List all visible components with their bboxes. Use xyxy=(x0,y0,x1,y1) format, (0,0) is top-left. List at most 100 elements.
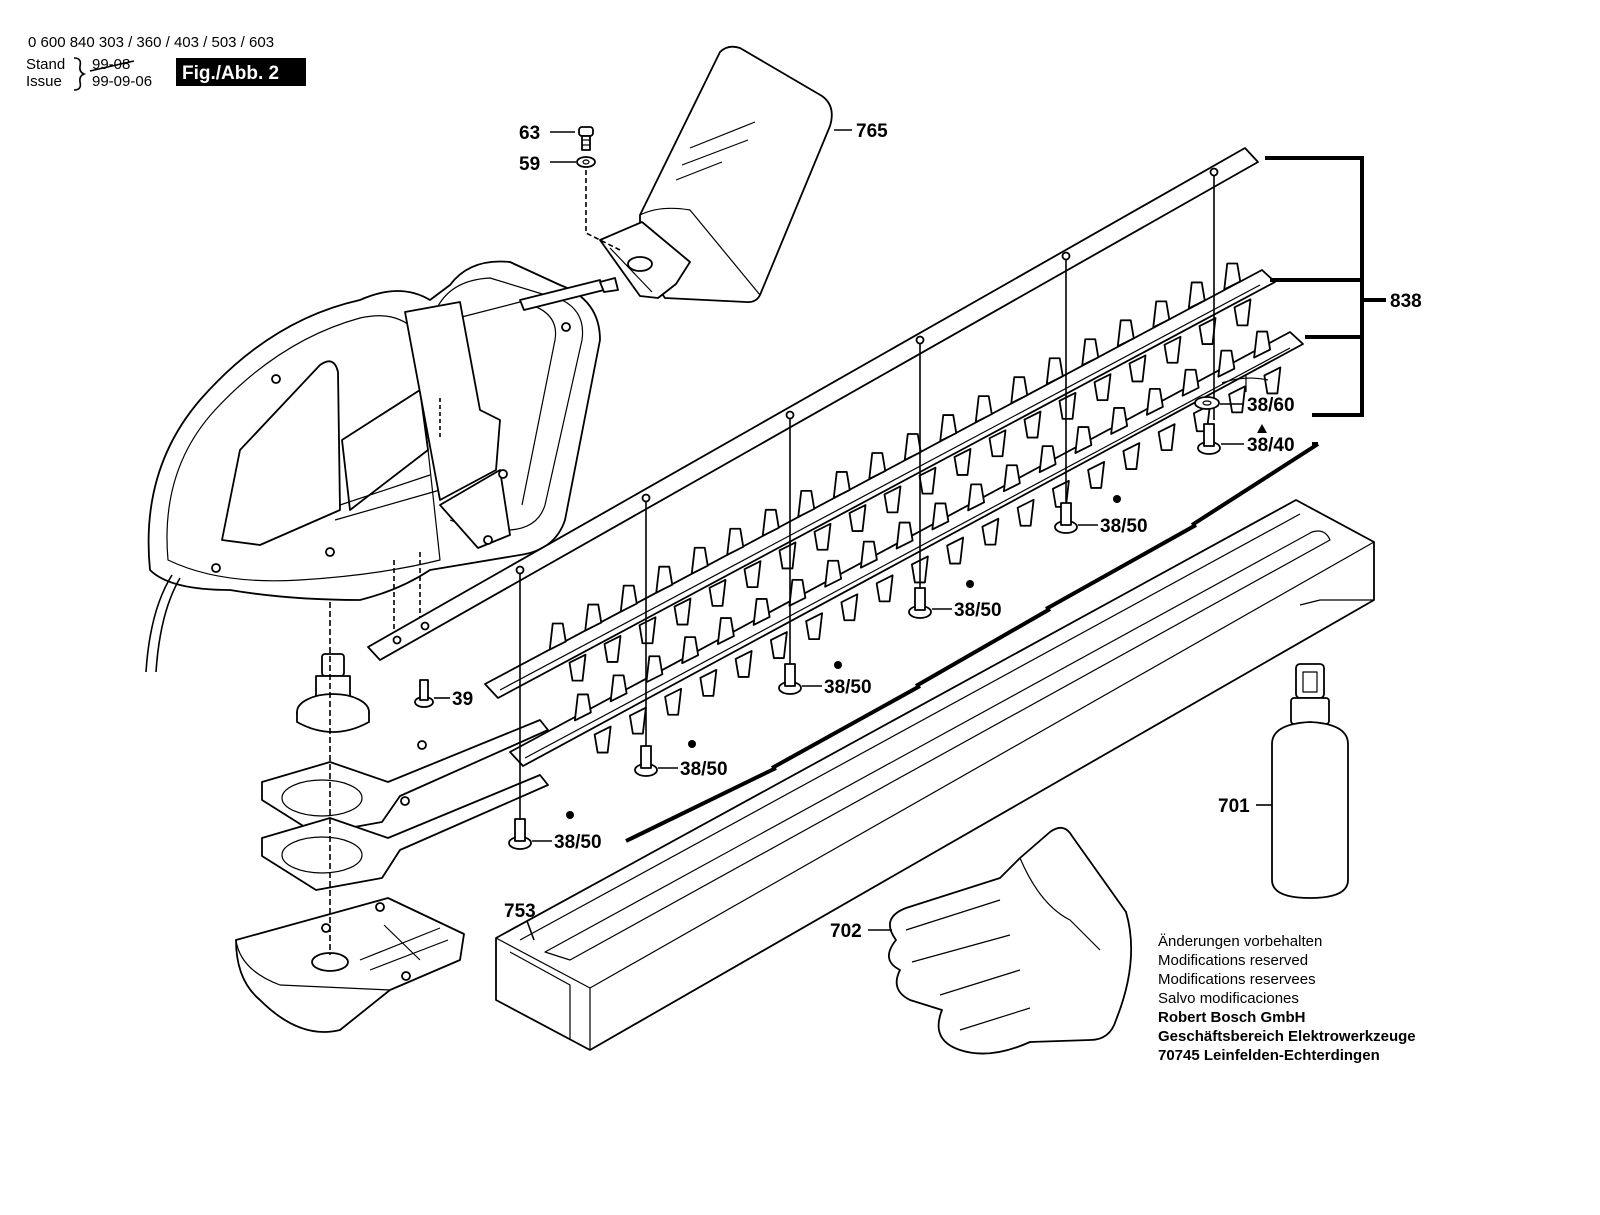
blade-tooth xyxy=(628,706,647,735)
bracket-838 xyxy=(1265,156,1386,417)
blade-tooth xyxy=(1122,442,1141,470)
blade-tooth xyxy=(655,565,674,594)
blade-tooth xyxy=(1087,461,1106,489)
blade-tooth xyxy=(645,655,664,684)
blade-tooth xyxy=(1263,366,1282,395)
assembly-line-housing xyxy=(393,552,421,640)
oil-bottle-701 xyxy=(1271,663,1349,899)
publisher-note: Änderungen vorbehalten Modifications res… xyxy=(1158,933,1416,1064)
blade-tooth xyxy=(840,593,859,622)
blade-tooth xyxy=(699,668,718,697)
callout-753: 753 xyxy=(504,901,536,922)
blade-tooth xyxy=(609,674,628,703)
screw-63 xyxy=(578,126,594,151)
blade-tooth xyxy=(568,653,587,682)
blade-tooth xyxy=(1058,391,1077,420)
company-address: 70745 Leinfelden-Echterdingen xyxy=(1158,1047,1380,1064)
blade-tooth xyxy=(1110,407,1129,435)
blade-tooth xyxy=(1228,385,1247,414)
blade-tooth xyxy=(716,617,735,645)
blade-tooth xyxy=(1163,335,1182,364)
screw-38-50-5 xyxy=(508,818,532,850)
washer-38-60 xyxy=(1194,375,1269,410)
blade-tooth xyxy=(584,603,603,632)
note-english: Modifications reserved xyxy=(1158,952,1308,969)
note-german: Änderungen vorbehalten xyxy=(1158,933,1322,950)
power-cord xyxy=(145,574,181,673)
blade-tooth xyxy=(1223,262,1242,291)
blade-tooth xyxy=(1038,445,1057,474)
blade-tooth xyxy=(638,616,657,645)
marker-dots xyxy=(566,424,1267,819)
washer-59 xyxy=(576,156,596,168)
header-block: 0 600 840 303 / 360 / 403 / 503 / 603 St… xyxy=(26,34,306,91)
blade-tooth xyxy=(868,452,887,480)
blade-tooth xyxy=(1116,319,1135,348)
blade-tooth xyxy=(1181,368,1200,397)
screw-38-40 xyxy=(1197,423,1221,455)
callout-38-60: 38/60 xyxy=(1247,395,1295,416)
date-brace xyxy=(73,57,87,91)
blade-tooth xyxy=(1016,498,1035,527)
motor-housing xyxy=(147,260,619,601)
blade-tooth xyxy=(883,485,902,514)
stand-label: Stand xyxy=(26,56,65,73)
assembly-line-guard xyxy=(585,170,621,251)
blade-tooth xyxy=(690,546,709,575)
screw-38-50-3 xyxy=(778,663,802,695)
callout-38-40: 38/40 xyxy=(1247,435,1295,456)
lower-cover xyxy=(235,897,465,1033)
blade-tooth xyxy=(953,448,972,476)
issue-label: Issue xyxy=(26,73,62,90)
blade-tooth xyxy=(875,574,894,603)
blade-tooth xyxy=(769,631,788,659)
blade-tooth xyxy=(573,693,592,722)
callout-38-50-b: 38/50 xyxy=(954,600,1002,621)
blade-scabbard-753 xyxy=(495,499,1375,1051)
blade-tooth xyxy=(1233,298,1252,327)
callout-59: 59 xyxy=(519,154,540,175)
blade-tooth xyxy=(752,598,771,626)
callout-63: 63 xyxy=(519,123,540,144)
blade-tooth xyxy=(743,560,762,589)
blade-assembly-lines xyxy=(519,176,1215,832)
blade-tooth xyxy=(946,536,965,565)
blade-tooth xyxy=(1187,281,1206,310)
callout-38-50-d: 38/50 xyxy=(680,759,728,780)
blade-tooth xyxy=(805,612,824,641)
callout-leaders xyxy=(434,129,1320,941)
blade-tooth xyxy=(1074,426,1093,454)
blade-tooth xyxy=(1157,423,1176,452)
blade-tooth xyxy=(681,636,700,665)
issue-date: 99-09-06 xyxy=(92,73,152,90)
screw-38-50-1 xyxy=(1054,502,1078,534)
gloves-702 xyxy=(888,826,1133,1055)
blade-tooth xyxy=(1023,410,1042,439)
blade-tooth xyxy=(981,517,1000,546)
blade-tooth xyxy=(1253,330,1272,359)
old-date-strike xyxy=(89,60,135,72)
figure-label-box xyxy=(176,58,306,86)
blade-tooth xyxy=(548,622,567,651)
blade-tooth xyxy=(918,466,937,495)
part-number-list: 0 600 840 303 / 360 / 403 / 503 / 603 xyxy=(28,34,274,51)
blade-tooth xyxy=(813,522,832,551)
blade-tooth xyxy=(824,559,843,588)
blade-tooth xyxy=(974,395,993,424)
screw-38-50-2 xyxy=(908,587,932,619)
callout-38-50-a: 38/50 xyxy=(1100,516,1148,537)
callout-838: 838 xyxy=(1390,291,1422,312)
blade-tooth xyxy=(848,504,867,532)
blade-tooth xyxy=(593,725,612,754)
company-name: Robert Bosch GmbH xyxy=(1158,1009,1306,1026)
screw-38-50-4 xyxy=(634,745,658,777)
blade-tooth xyxy=(664,687,683,716)
blade-tooth xyxy=(761,508,780,537)
blade-tooth xyxy=(1002,464,1021,493)
blade-tooth xyxy=(931,502,950,531)
blade-tooth xyxy=(1198,317,1217,345)
gear-pinion xyxy=(296,653,370,733)
blade-tooth xyxy=(726,527,745,556)
note-spanish: Salvo modificaciones xyxy=(1158,990,1299,1007)
callout-38-50-e: 38/50 xyxy=(554,832,602,853)
